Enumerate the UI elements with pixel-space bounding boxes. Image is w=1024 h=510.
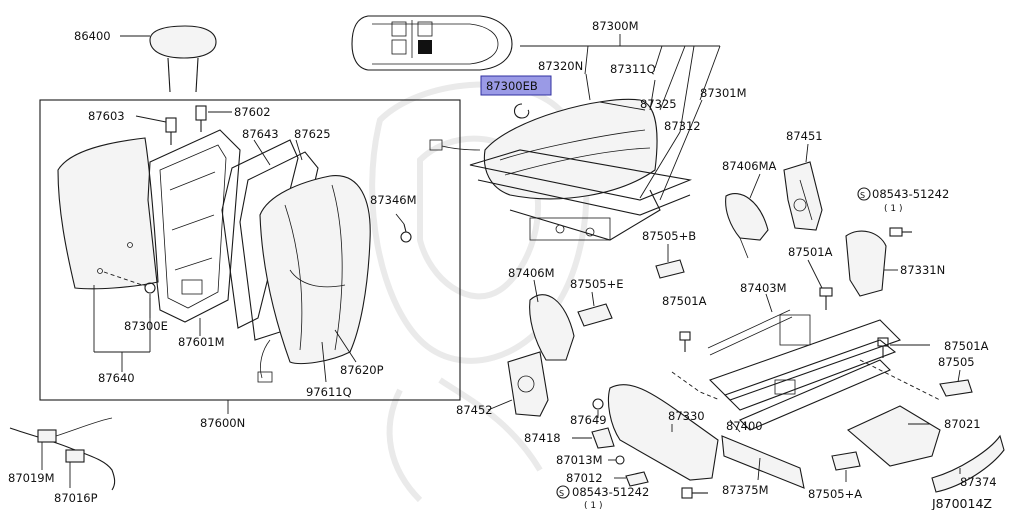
cover-87331n-part: [845, 230, 887, 297]
callout-87016p: 87016P: [54, 491, 98, 505]
callout-87418: 87418: [524, 431, 561, 445]
clip-87300e-part: [103, 271, 156, 294]
callout-87301m: 87301M: [700, 86, 747, 100]
callout-87300eb: 87300EB: [486, 79, 538, 93]
callout-87649: 87649: [570, 413, 607, 427]
callout-87300e: 87300E: [124, 319, 168, 333]
callout-87501a-3: 87501A: [944, 339, 989, 353]
callout-87603: 87603: [88, 109, 125, 123]
callout-87406ma: 87406MA: [722, 159, 777, 173]
diagram-code: J870014Z: [931, 496, 992, 510]
seat-cushion-part: [429, 98, 692, 241]
highlight-box-87300eb: [480, 75, 552, 96]
callout-87403m: 87403M: [740, 281, 787, 295]
knob-87012-part: [625, 471, 649, 487]
bolt-08543-top-part: S: [857, 187, 912, 237]
headrest-guide-87602-part: [195, 105, 207, 132]
bolt-87501a-2-part: [679, 331, 691, 352]
pad-87643-part: [221, 139, 299, 329]
callout-87601m: 87601M: [178, 335, 225, 349]
pad-87505e-part: [577, 303, 613, 327]
callout-87501a-1: 87501A: [788, 245, 833, 259]
bracket-87406ma-part: [725, 193, 769, 259]
callout-97611q: 97611Q: [306, 385, 352, 399]
callout-87325: 87325: [640, 97, 677, 111]
bolt-08543-bottom-part: S: [556, 485, 708, 499]
callout-87320n: 87320N: [538, 59, 583, 73]
callout-87331n: 87331N: [900, 263, 945, 277]
callout-87602: 87602: [234, 105, 271, 119]
bracket-87406m-part: [529, 294, 575, 361]
seatback-frame-part: [147, 129, 241, 323]
callout-87312: 87312: [664, 119, 701, 133]
callout-87501a-2: 87501A: [662, 294, 707, 308]
harness-part: [9, 417, 116, 491]
callout-86400: 86400: [74, 29, 111, 43]
callout-87406m: 87406M: [508, 266, 555, 280]
bolt-87501a-3-part: [877, 337, 889, 358]
svg-text:S: S: [559, 489, 564, 498]
callout-87505a: 87505+A: [808, 487, 862, 501]
trim-cover-part: [259, 175, 371, 365]
callout-08543-top-qty: ( 1 ): [884, 204, 902, 214]
car-location-icon: [351, 15, 513, 71]
callout-87311q: 87311Q: [610, 62, 656, 76]
callout-87643: 87643: [242, 127, 279, 141]
headrest-part: [149, 25, 217, 93]
seatback-group-frame: [39, 99, 461, 401]
callout-08543-top: 08543-51242: [872, 187, 949, 201]
switch-87418-part: [591, 427, 615, 449]
clip-87346m-part: [400, 223, 412, 243]
clip-87649-part: [592, 398, 604, 410]
callout-08543-bottom: 08543-51242: [572, 485, 649, 499]
pad-87505a-part: [831, 451, 861, 471]
hog-ring-part: [513, 103, 530, 119]
callout-87346m: 87346M: [370, 193, 417, 207]
callout-87375m: 87375M: [722, 483, 769, 497]
svg-text:S: S: [860, 191, 865, 200]
trim-87374-part: [931, 434, 1005, 493]
seat-track-part: [671, 309, 941, 431]
callout-87451: 87451: [786, 129, 823, 143]
cover-87021-part: [846, 405, 941, 467]
trim-87375m-part: [721, 435, 805, 489]
headrest-guide-87603-part: [165, 117, 177, 145]
callout-87505b: 87505+B: [642, 229, 696, 243]
callout-87600n: 87600N: [200, 416, 245, 430]
callout-87330: 87330: [668, 409, 705, 423]
callout-labels: 86400 87603 87602 87643 87625 87346M 873…: [8, 19, 997, 510]
callout-87019m: 87019M: [8, 471, 55, 485]
pad-87505-part: [939, 379, 973, 397]
callout-08543-bottom-qty: ( 1 ): [584, 501, 602, 510]
callout-87620p: 87620P: [340, 363, 384, 377]
callout-87625: 87625: [294, 127, 331, 141]
seatback-board-part: [57, 137, 159, 290]
callout-87013m: 87013M: [556, 453, 603, 467]
recliner-87451-part: [783, 161, 823, 231]
side-shield-87330-part: [607, 384, 719, 481]
bolt-87501a-1-part: [819, 287, 833, 310]
pad-87505b-part: [655, 259, 685, 279]
callout-87021: 87021: [944, 417, 981, 431]
callout-87640: 87640: [98, 371, 135, 385]
callout-87452: 87452: [456, 403, 493, 417]
callout-87300m: 87300M: [592, 19, 639, 33]
callout-87505: 87505: [938, 355, 975, 369]
recliner-87452-part: [507, 351, 549, 417]
knob-87013m-part: [615, 455, 625, 465]
callout-87012: 87012: [566, 471, 603, 485]
callout-87374: 87374: [960, 475, 997, 489]
callout-87400: 87400: [726, 419, 763, 433]
callout-87505e: 87505+E: [570, 277, 624, 291]
